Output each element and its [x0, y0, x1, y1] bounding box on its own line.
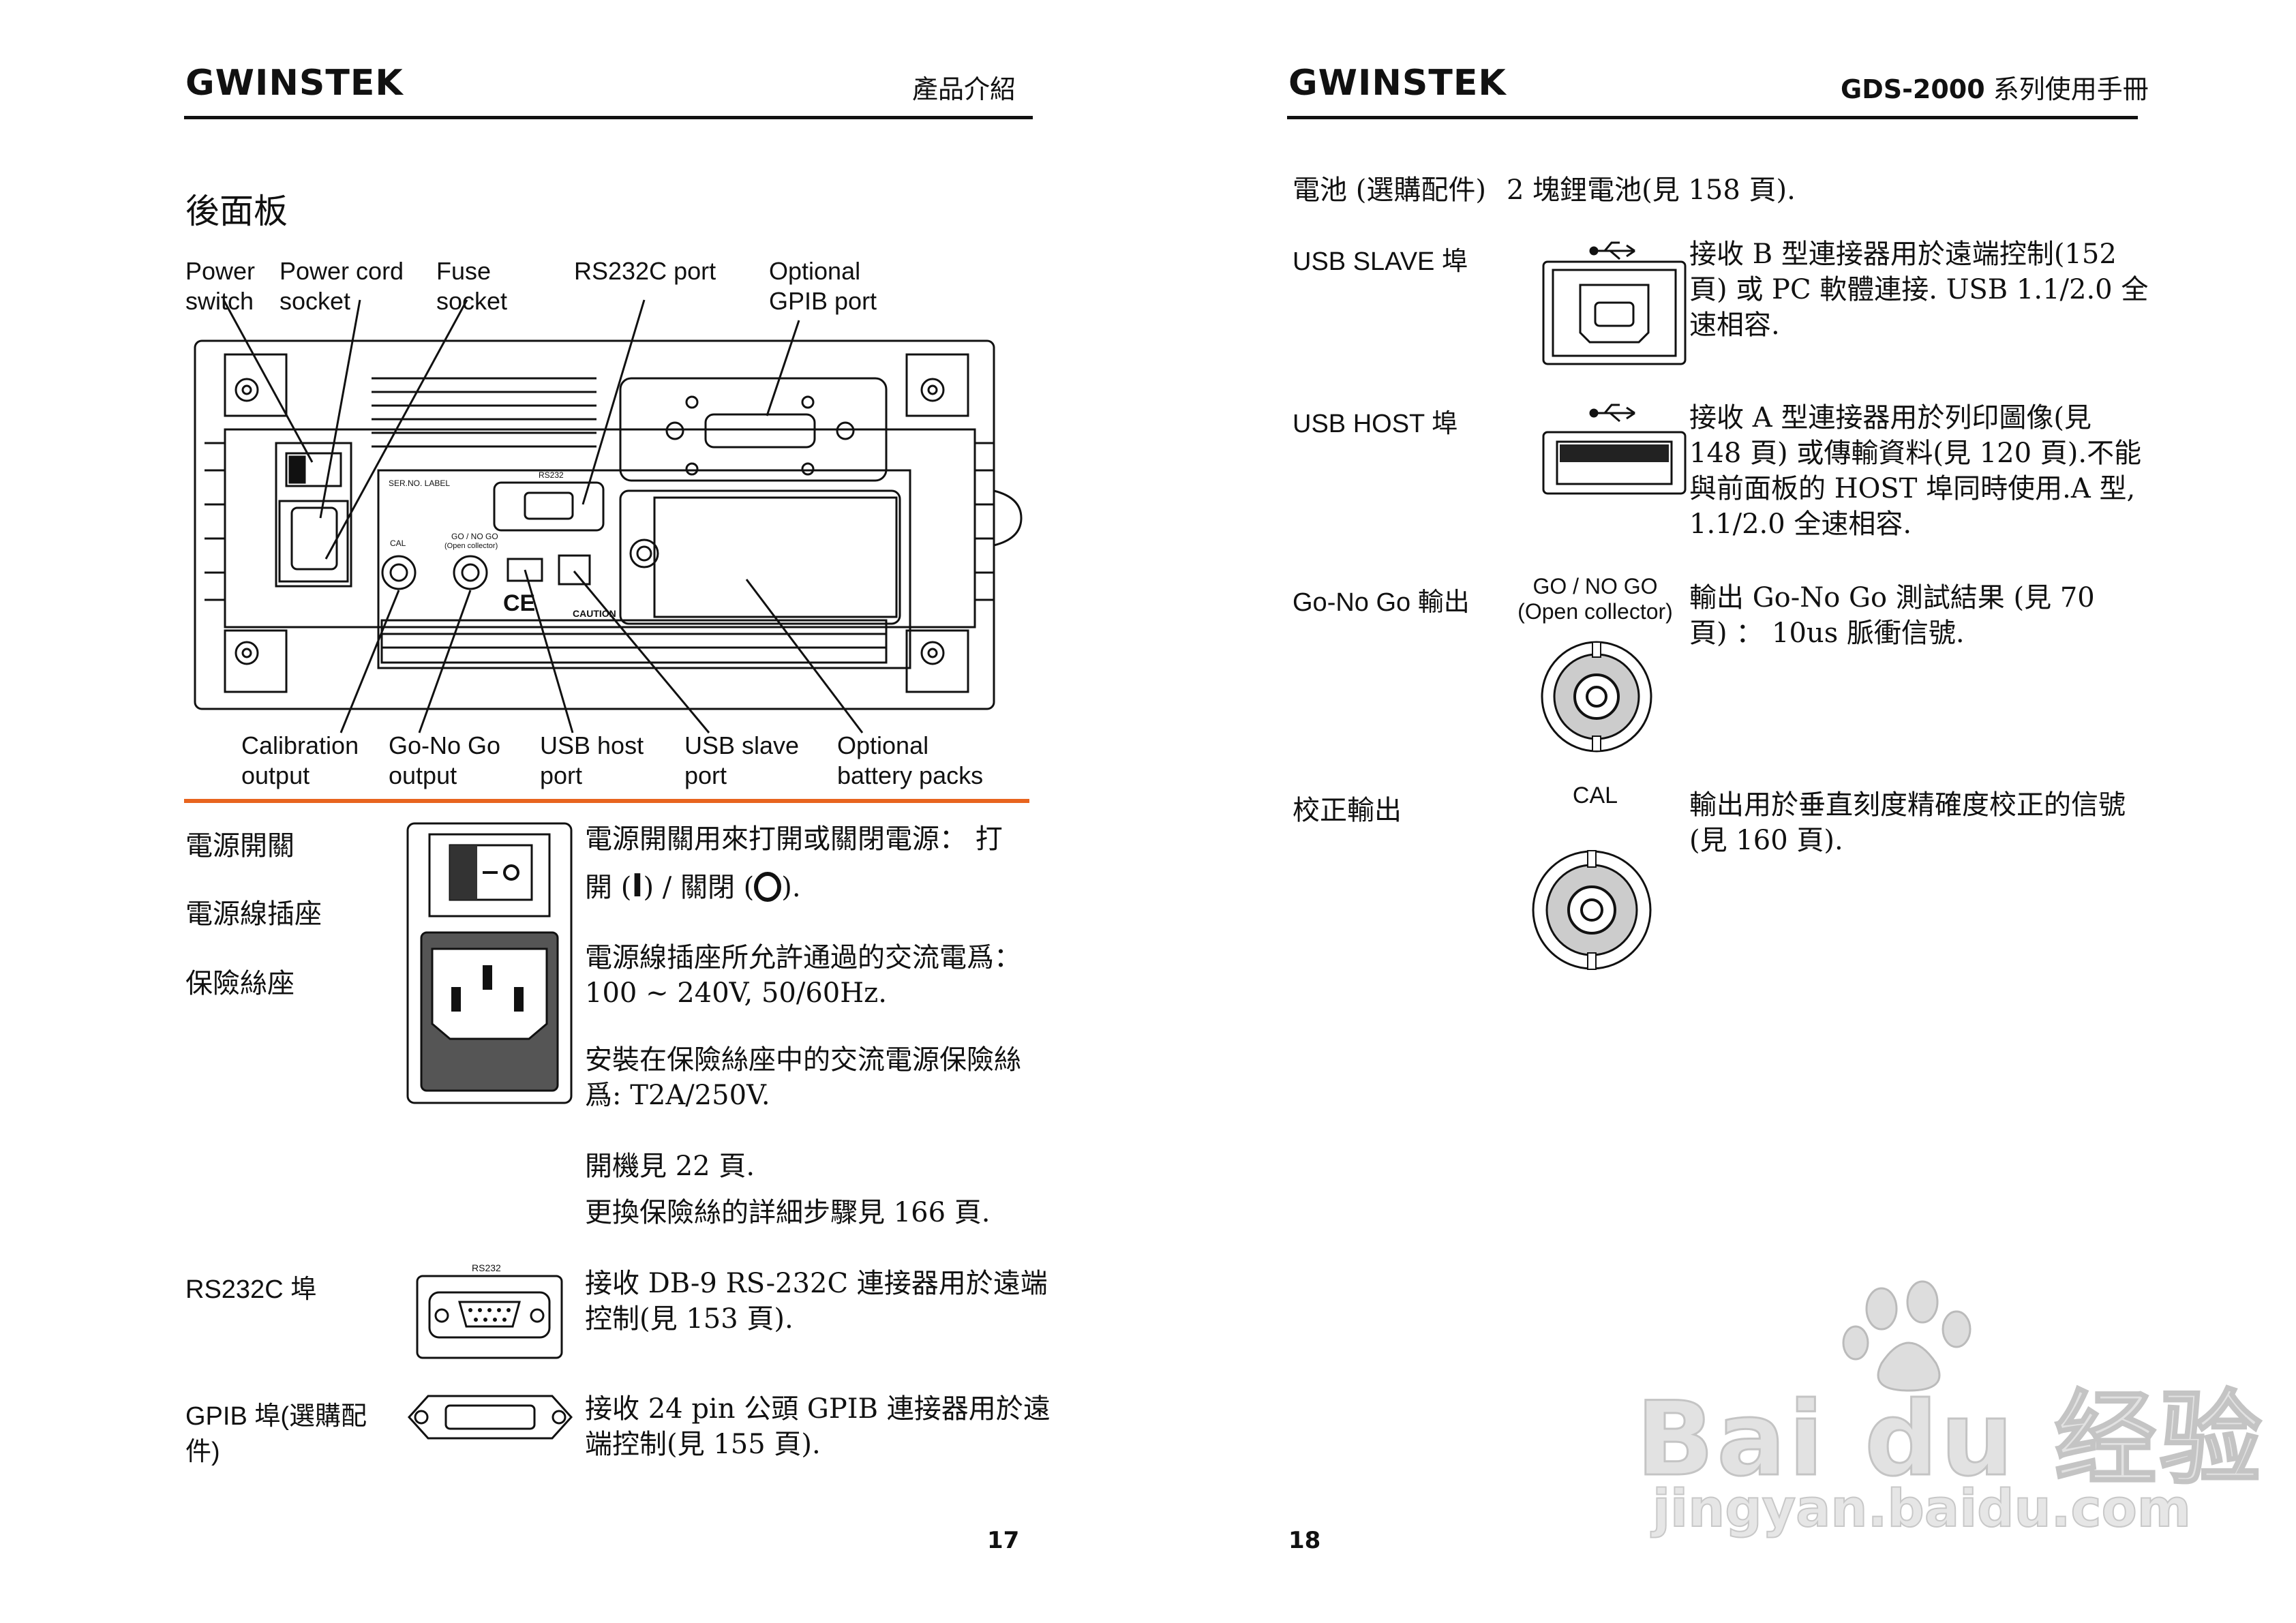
see-page-166: 更換保險絲的詳細步驟見 166 頁.: [585, 1197, 991, 1228]
usb-slave-text-1: 接收 B 型連接器用於遠端控制(152: [1689, 239, 2117, 270]
usb-host-icon: [1542, 404, 1687, 495]
gonogo-text-1: 輸出 Go-No Go 測試結果 (見 70: [1689, 582, 2095, 613]
cal-text-2: (見 160 頁).: [1689, 825, 1843, 856]
label-battery: 電池 (選購配件): [1293, 175, 1486, 206]
gpib-connector-icon: [407, 1395, 573, 1440]
label-power-switch: 電源開關: [185, 830, 294, 862]
label-gonogo: Go-No Go 輸出: [1293, 588, 1470, 617]
label-fuse: 保險絲座: [185, 968, 294, 999]
power-on-icon: I: [631, 867, 644, 904]
cal-bnc-icon: [1532, 850, 1652, 970]
rs232-text-1: 接收 DB-9 RS-232C 連接器用於遠端: [585, 1268, 1048, 1299]
section-orange-rule: [184, 799, 1029, 803]
battery-text: 2 塊鋰電池(見 158 頁).: [1507, 175, 1796, 206]
power-on-prefix: 開 (: [585, 872, 632, 903]
label-usb-host: USB HOST 埠: [1293, 410, 1458, 438]
rs232-connector-icon: [416, 1275, 563, 1359]
gonogo-icon-label: GO / NO GO(Open collector): [1517, 574, 1673, 624]
panel-ser-label: SER.NO. LABEL: [389, 479, 451, 488]
left-page-number: 17: [987, 1527, 1020, 1554]
label-rs232: RS232C 埠: [185, 1275, 317, 1304]
right-header-rule: [1287, 116, 2138, 119]
power-text-1: 電源開關用來打開或關閉電源： 打: [585, 823, 1003, 855]
power-off-prefix: ) / 關閉 (: [643, 872, 755, 903]
usb-host-text-2: 148 頁) 或傳輸資料(見 120 頁).不能: [1689, 438, 2142, 469]
fuse-text-2: 爲: T2A/250V.: [585, 1080, 770, 1111]
cord-text-1: 電源線插座所允許通過的交流電爲：: [585, 942, 1021, 973]
panel-cal-label: CAL: [390, 539, 406, 548]
cord-text-2: 100 ~ 240V, 50/60Hz.: [585, 977, 887, 1009]
paw-logo-icon: [1842, 1280, 1972, 1392]
power-text-2: 開 (I) / 關閉 ().: [585, 867, 801, 906]
panel-caution-label: CAUTION: [573, 608, 616, 619]
right-page-number: 18: [1288, 1527, 1321, 1554]
cal-text-1: 輸出用於垂直刻度精確度校正的信號: [1689, 789, 2126, 821]
watermark-baidu: Bai du 经验: [1635, 1380, 2265, 1500]
gpib-text-2: 端控制(見 155 頁).: [585, 1429, 821, 1460]
right-header-title: GDS-2000 系列使用手冊: [1841, 68, 2149, 106]
header-suffix: 系列使用手冊: [1984, 74, 2149, 104]
label-usb-slave: USB SLAVE 埠: [1293, 247, 1468, 276]
power-off-icon: [754, 872, 782, 902]
power-off-suffix: ).: [781, 872, 801, 903]
cal-icon-label: CAL: [1572, 783, 1618, 808]
watermark-url: jingyan.baidu.com: [1652, 1477, 2192, 1539]
callout-rs232: RS232C port: [574, 257, 716, 285]
right-logo: GWINSTEK: [1288, 63, 1507, 104]
left-header-title: 產品介紹: [912, 74, 1016, 104]
usb-host-text-4: 1.1/2.0 全速相容.: [1689, 509, 1912, 540]
fuse-text-1: 安裝在保險絲座中的交流電源保險絲: [585, 1044, 1021, 1076]
usb-host-text-3: 與前面板的 HOST 埠同時使用.A 型,: [1689, 473, 2136, 504]
left-logo: GWINSTEK: [185, 63, 404, 104]
section-title: 後面板: [185, 192, 288, 231]
header-model: GDS-2000: [1841, 74, 1985, 104]
rs232-text-2: 控制(見 153 頁).: [585, 1303, 794, 1335]
usb-host-text-1: 接收 A 型連接器用於列印圖像(見: [1689, 402, 2091, 434]
gonogo-text-2: 頁) ： 10us 脈衝信號.: [1689, 618, 1965, 649]
label-gpib-2: 件): [185, 1438, 220, 1466]
panel-ce-mark: CE: [503, 590, 536, 616]
label-power-cord: 電源線插座: [185, 898, 322, 930]
panel-gonogo-label: GO / NO GO: [451, 532, 498, 541]
label-cal: 校正輸出: [1293, 795, 1402, 826]
left-header-rule: [184, 116, 1033, 119]
gpib-text-1: 接收 24 pin 公頭 GPIB 連接器用於遠: [585, 1393, 1051, 1425]
rs232-icon-label: RS232: [472, 1262, 501, 1273]
label-gpib-1: GPIB 埠(選購配: [185, 1402, 367, 1431]
gonogo-bnc-icon: [1541, 641, 1652, 753]
panel-rs232-label: RS232: [539, 470, 564, 480]
see-page-22: 開機見 22 頁.: [585, 1151, 755, 1182]
usb-slave-icon: [1542, 241, 1687, 365]
usb-slave-text-3: 速相容.: [1689, 309, 1780, 341]
power-module-icon: [406, 822, 573, 1104]
usb-slave-text-2: 頁) 或 PC 軟體連接. USB 1.1/2.0 全: [1689, 274, 2149, 305]
panel-open-collector-label: (Open collector): [444, 542, 498, 550]
